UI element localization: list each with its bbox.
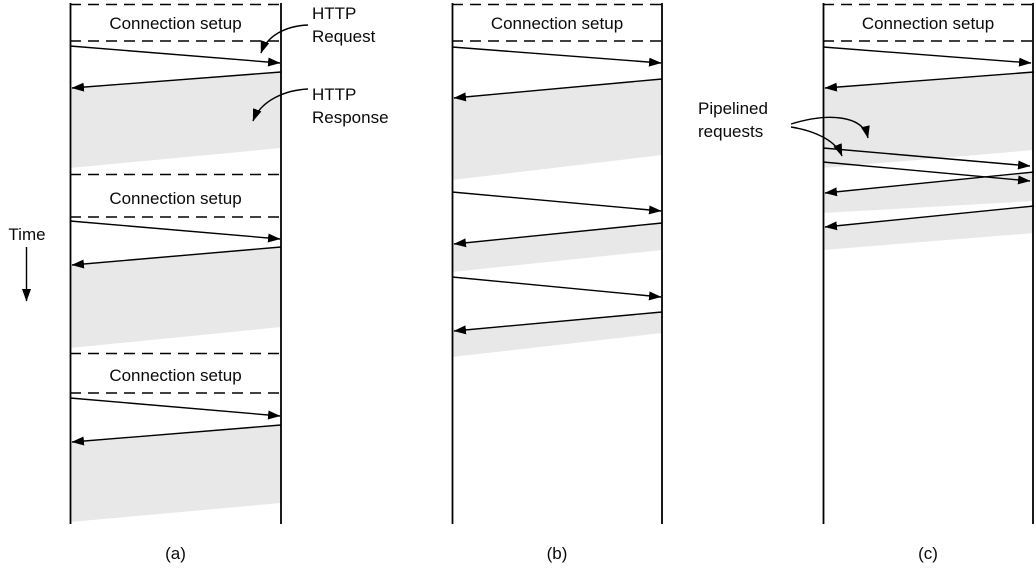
http-response-arrow [824, 171, 1035, 197]
shade-band [452, 79, 662, 180]
connection-setup-label-a3: Connection setup [109, 366, 242, 385]
pipelined-requests-label: Pipelined requests [698, 99, 768, 141]
connection-setup-label-a2: Connection setup [109, 189, 242, 208]
lane-b-caption: (b) [546, 544, 568, 563]
http-response-arrow [71, 246, 282, 269]
response-shading-lane-a [70, 72, 281, 522]
http-response-arrow [824, 71, 1035, 92]
shade-band [70, 72, 281, 168]
http-request-arrow [822, 46, 1032, 67]
shade-band [452, 223, 662, 272]
timeline-rails [69, 3, 1034, 524]
http-response-leader-arrow [252, 88, 309, 122]
pipelined-request-arrow [822, 161, 1031, 185]
lane-c-arrows [822, 46, 1035, 231]
shade-band [823, 206, 1034, 250]
lane-c-caption: (c) [918, 544, 938, 563]
pipelined-request-arrow [822, 147, 1031, 170]
http-request-arrow [69, 397, 281, 420]
http-response-arrow [824, 205, 1035, 231]
http-response-label: HTTP Response [312, 85, 389, 127]
http-request-leader-arrow [260, 24, 309, 54]
http-response-arrow [453, 222, 663, 248]
connection-setup-label-c1: Connection setup [861, 14, 995, 33]
response-shading-lane-c [823, 72, 1034, 250]
shade-band [70, 247, 281, 348]
connection-setup-label-a1: Connection setup [109, 14, 242, 33]
lane-b-arrows [451, 46, 663, 335]
http-response-arrow [453, 311, 663, 335]
http-response-arrow [453, 78, 663, 102]
shade-band [823, 172, 1034, 213]
http-response-arrow [71, 71, 282, 92]
http-request-arrow [451, 191, 662, 215]
response-shading-lane-b [452, 79, 662, 357]
shade-band [452, 312, 662, 357]
http-response-arrow [71, 424, 282, 446]
pipelined-leader-arrow-lower [790, 126, 843, 157]
connection-setup-label-b1: Connection setup [490, 14, 624, 33]
annotation-leaders [252, 24, 870, 157]
http-request-arrow [69, 45, 281, 67]
http-request-arrow [69, 220, 281, 243]
lane-a-caption: (a) [165, 544, 186, 563]
shade-band [70, 425, 281, 522]
http-request-arrow [451, 276, 662, 301]
lane-a-arrows [69, 45, 282, 446]
pipelined-leader-arrow-upper [790, 116, 870, 139]
http-request-arrow [451, 46, 662, 67]
shade-band [823, 72, 1034, 168]
time-label: Time [8, 225, 46, 244]
http-request-label: HTTP Request [312, 4, 376, 46]
